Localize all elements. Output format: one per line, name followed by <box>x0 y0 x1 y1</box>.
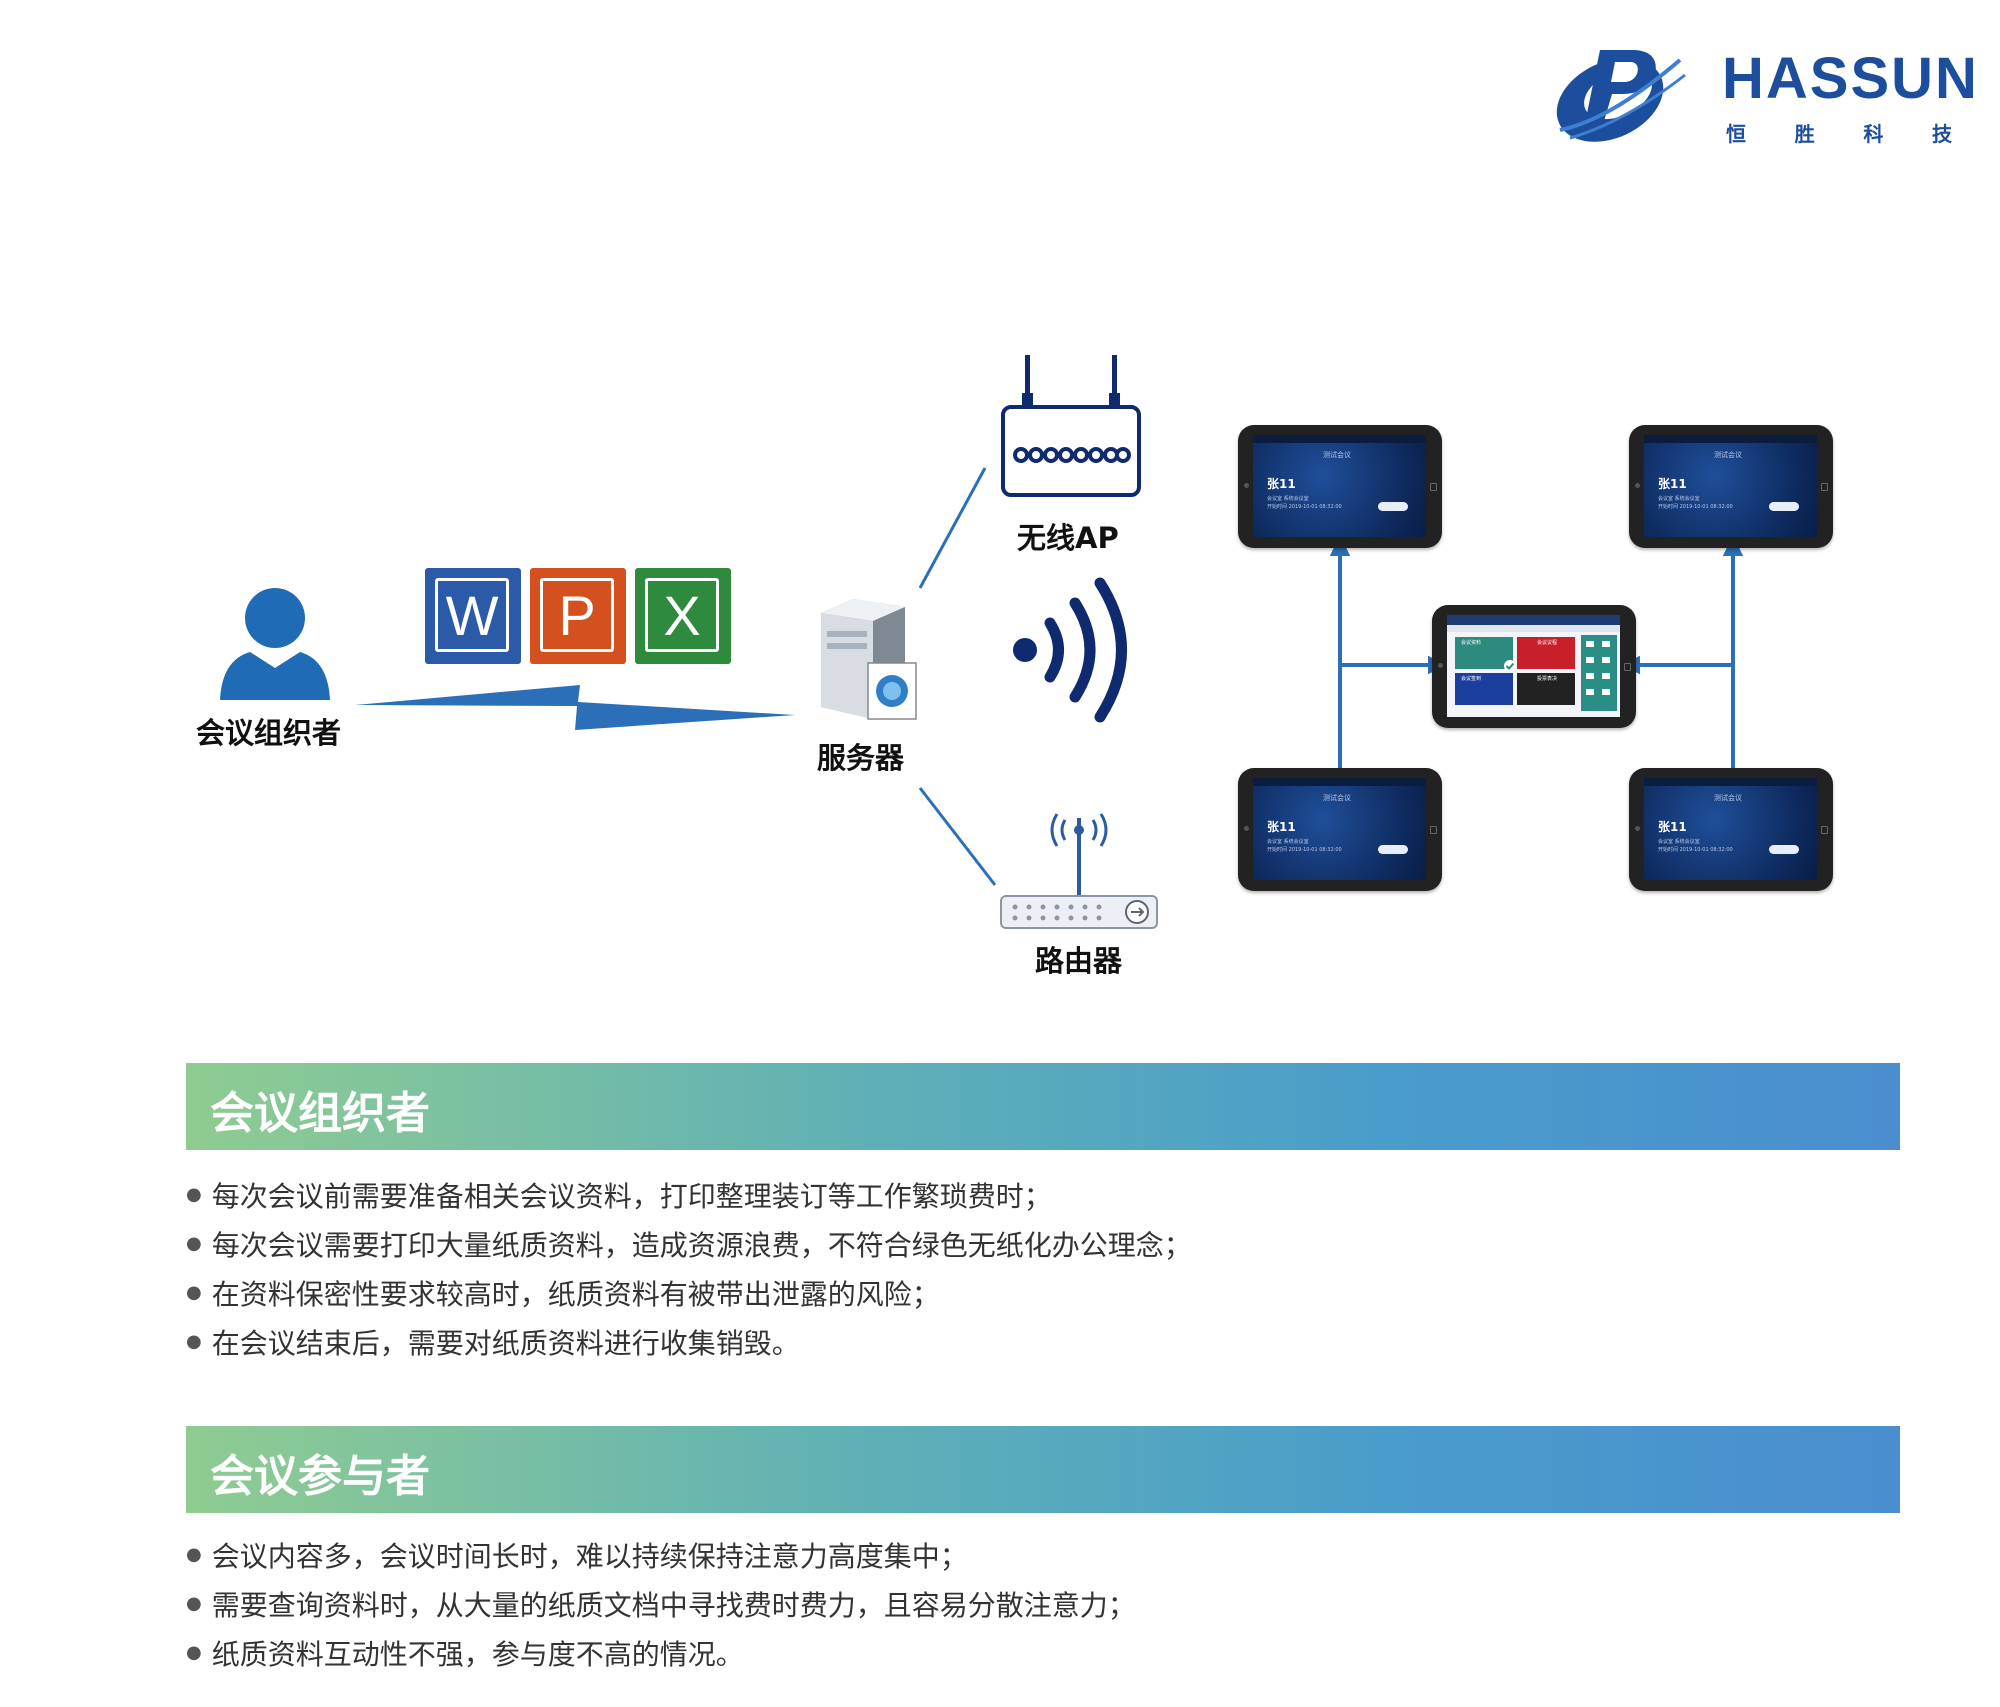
tablet-screen: 测试会议 张11 会议室 系统会议室 开始时间 2019-10-01 08:32… <box>1253 435 1426 537</box>
tablet-meeting-title: 测试会议 <box>1323 794 1351 802</box>
word-letter: W <box>435 578 509 652</box>
list-item: 需要查询资料时，从大量的纸质文档中寻找费时费力，且容易分散注意力； <box>186 1582 1136 1631</box>
host-tile: 会议资料 <box>1455 637 1513 669</box>
logo-cn-char: 技 <box>1931 122 1952 146</box>
host-side-menu <box>1581 635 1617 711</box>
tablet-room-line: 会议室 系统会议室 <box>1658 839 1700 845</box>
list-item: 每次会议需要打印大量纸质资料，造成资源浪费，不符合绿色无纸化办公理念； <box>186 1222 1192 1271</box>
logo-brand-cn: 恒 胜 科 技 <box>1726 118 1952 147</box>
participant-bullet-list: 会议内容多，会议时间长时，难以持续保持注意力高度集中； 需要查询资料时，从大量的… <box>186 1533 1136 1680</box>
host-tile-label: 会议资料 <box>1461 640 1482 646</box>
tablet-top-left: 测试会议 张11 会议室 系统会议室 开始时间 2019-10-01 08:32… <box>1238 425 1442 548</box>
tablet-bottom-right: 测试会议 张11 会议室 系统会议室 开始时间 2019-10-01 08:32… <box>1629 768 1833 891</box>
section-banner-organizer: 会议组织者 <box>186 1063 1900 1150</box>
tablet-screen: 测试会议 张11 会议室 系统会议室 开始时间 2019-10-01 08:32… <box>1644 778 1817 880</box>
section-title: 会议参与者 <box>210 1451 430 1502</box>
tablet-user-name: 张11 <box>1267 820 1296 834</box>
wifi-signal-icon <box>1013 577 1127 723</box>
router-node: 路由器 <box>995 800 1165 980</box>
tablet-time-line: 开始时间 2019-10-01 08:32:00 <box>1267 847 1342 853</box>
list-item: 在会议结束后，需要对纸质资料进行收集销毁。 <box>186 1320 1192 1369</box>
logo-cn-char: 胜 <box>1794 122 1815 146</box>
tablet-meeting-title: 测试会议 <box>1323 451 1351 459</box>
list-item: 在资料保密性要求较高时，纸质资料有被带出泄露的风险； <box>186 1271 1192 1320</box>
list-item: 会议内容多，会议时间长时，难以持续保持注意力高度集中； <box>186 1533 1136 1582</box>
powerpoint-letter: P <box>540 578 614 652</box>
logo-cn-char: 恒 <box>1726 122 1746 146</box>
host-tile-label: 会议签到 <box>1461 676 1482 682</box>
list-item: 纸质资料互动性不强，参与度不高的情况。 <box>186 1631 1136 1680</box>
transfer-bolt-arrow <box>355 685 795 730</box>
host-tile-label: 会议议程 <box>1537 640 1558 646</box>
organizer-bullet-list: 每次会议前需要准备相关会议资料，打印整理装订等工作繁琐费时； 每次会议需要打印大… <box>186 1173 1192 1369</box>
router-icon <box>1000 813 1158 929</box>
company-logo: HASSUN 恒 胜 科 技 <box>1540 30 1977 150</box>
logo-cn-char: 科 <box>1863 122 1884 146</box>
excel-file-icon: X <box>635 568 731 664</box>
tablet-screen: 测试会议 张11 会议室 系统会议室 开始时间 2019-10-01 08:32… <box>1644 435 1817 537</box>
tablet-time-line: 开始时间 2019-10-01 08:32:00 <box>1267 504 1342 510</box>
tablet-enter-button <box>1378 845 1408 854</box>
access-point-icon <box>1001 355 1141 497</box>
tablet-room-line: 会议室 系统会议室 <box>1658 496 1700 502</box>
logo-brand-text: HASSUN <box>1722 46 1979 111</box>
tablet-room-line: 会议室 系统会议室 <box>1267 496 1309 502</box>
network-diagram: 会议组织者 W P X 服务器 <box>0 340 2000 1040</box>
tablet-top-right: 测试会议 张11 会议室 系统会议室 开始时间 2019-10-01 08:32… <box>1629 425 1833 548</box>
host-tile: 会议签到 <box>1455 673 1513 705</box>
wireless-ap-label: 无线AP <box>1017 521 1119 555</box>
router-label: 路由器 <box>1035 944 1123 978</box>
host-tile-label: 投票表决 <box>1537 676 1558 682</box>
server-node: 服务器 <box>805 595 945 795</box>
tablet-time-line: 开始时间 2019-10-01 08:32:00 <box>1658 504 1733 510</box>
tablet-room-line: 会议室 系统会议室 <box>1267 839 1309 845</box>
section-title: 会议组织者 <box>210 1088 430 1139</box>
server-icon <box>821 599 917 720</box>
logo-swoosh-icon <box>1556 50 1686 142</box>
organizer-label: 会议组织者 <box>196 716 342 750</box>
tablet-enter-button <box>1378 502 1408 511</box>
host-tile: 会议议程 <box>1517 637 1575 669</box>
tablet-meeting-title: 测试会议 <box>1714 794 1742 802</box>
excel-letter: X <box>645 578 719 652</box>
organizer-node: 会议组织者 <box>180 580 370 750</box>
tablet-enter-button <box>1769 502 1799 511</box>
word-file-icon: W <box>425 568 521 664</box>
wireless-ap-node: 无线AP <box>995 355 1155 555</box>
tablet-user-name: 张11 <box>1658 820 1687 834</box>
host-tile: 投票表决 <box>1517 673 1575 705</box>
section-banner-participant: 会议参与者 <box>186 1426 1900 1513</box>
tablet-user-name: 张11 <box>1658 477 1687 491</box>
tablet-meeting-title: 测试会议 <box>1714 451 1742 459</box>
server-router-line <box>918 787 997 886</box>
tablet-screen: 测试会议 张11 会议室 系统会议室 开始时间 2019-10-01 08:32… <box>1253 778 1426 880</box>
person-icon <box>220 588 330 700</box>
check-icon <box>1504 660 1516 672</box>
powerpoint-file-icon: P <box>530 568 626 664</box>
tablet-enter-button <box>1769 845 1799 854</box>
list-item: 每次会议前需要准备相关会议资料，打印整理装订等工作繁琐费时； <box>186 1173 1192 1222</box>
tablet-bottom-left: 测试会议 张11 会议室 系统会议室 开始时间 2019-10-01 08:32… <box>1238 768 1442 891</box>
host-tablet-screen: 会议资料 会议议程 会议签到 投票表决 <box>1447 615 1620 717</box>
server-label: 服务器 <box>817 741 905 775</box>
tablet-center-host: 会议资料 会议议程 会议签到 投票表决 <box>1432 605 1636 728</box>
tablet-time-line: 开始时间 2019-10-01 08:32:00 <box>1658 847 1733 853</box>
tablet-user-name: 张11 <box>1267 477 1296 491</box>
server-ap-line <box>918 467 987 589</box>
